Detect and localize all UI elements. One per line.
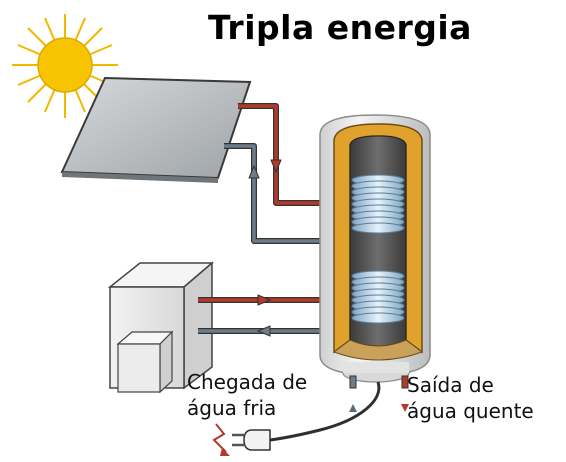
solar-cold-pipe [224,143,332,244]
cold-inlet-pipe [349,375,357,412]
hot-water-label-line2: água quente [407,399,534,423]
power-plug-icon [232,429,271,451]
power-cable [269,381,381,442]
hot-outlet-pipe [401,375,409,412]
heating-coil-lower [351,270,405,324]
sun-icon [12,14,118,118]
cold-water-label-line2: água fria [187,396,277,420]
solar-hot-pipe [238,103,332,206]
lightning-icon [212,423,230,456]
heating-coil-upper [351,174,405,234]
heatpump-cold-pipe [198,325,334,337]
heatpump-hot-pipe [198,294,334,306]
cold-water-label-line1: Chegada de [187,370,308,394]
water-tank [319,114,431,383]
cold-water-label: Chegada de água fria [187,369,307,421]
hot-water-label-line1: Saída de [407,373,494,397]
heat-pump [107,261,215,394]
diagram-title: Tripla energia [208,8,472,47]
solar-panel [60,76,252,183]
hot-water-label: Saída de água quente [407,372,534,424]
